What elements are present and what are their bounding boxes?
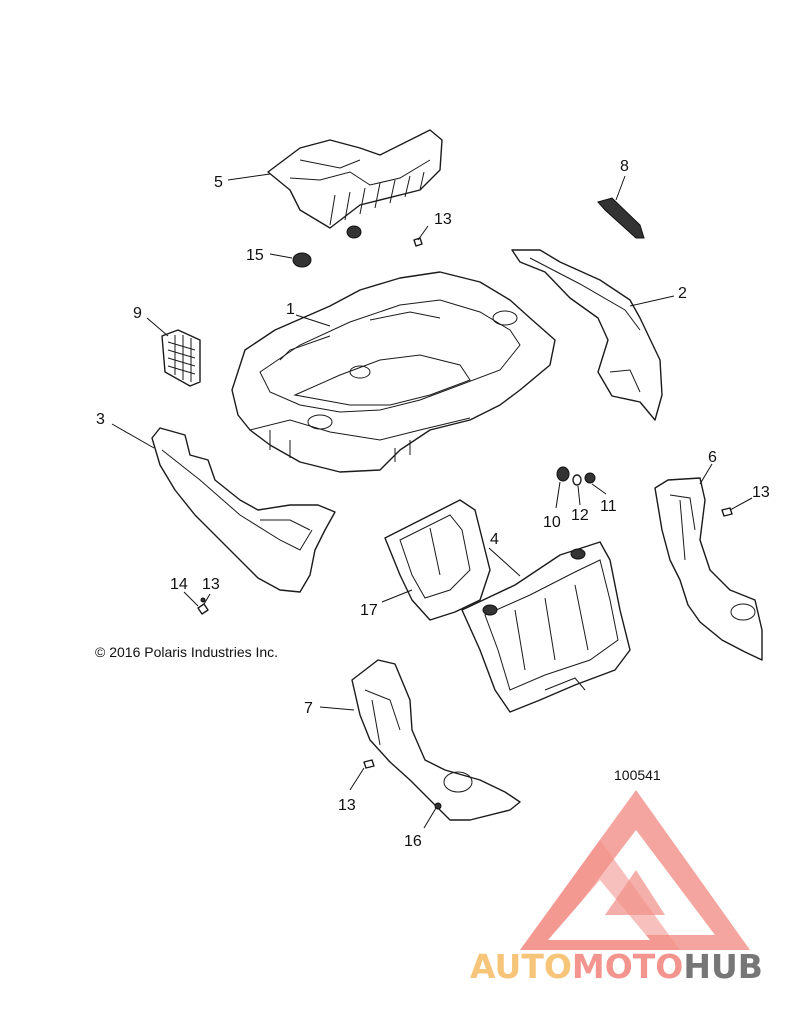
callout-13-top: 13: [434, 211, 452, 228]
part-14-13-fasteners: [197, 597, 209, 615]
callout-6: 6: [708, 449, 717, 466]
leader-lines: [111, 173, 753, 829]
part-13-17-fasteners: [363, 759, 442, 810]
part-13-screw-top: [413, 237, 423, 247]
callout-8: 8: [620, 158, 629, 175]
callout-11: 11: [600, 498, 617, 515]
callout-14: 14: [170, 576, 188, 593]
part-6-right-lower-panel: [654, 477, 763, 661]
callout-4: 4: [490, 531, 499, 548]
watermark-text-moto: MOTO: [572, 947, 683, 986]
callout-9: 9: [133, 305, 142, 322]
part-7-left-lower-panel: [351, 659, 521, 821]
part-1-cargo-box: [231, 271, 556, 473]
part-8-clip: [597, 197, 645, 239]
watermark-text-auto: AUTO: [470, 947, 572, 986]
part-10-12-11-hardware: [556, 466, 596, 486]
watermark-logo: [520, 790, 750, 950]
watermark-text-hub: HUB: [683, 947, 763, 986]
callout-2: 2: [678, 285, 687, 302]
callout-10: 10: [543, 514, 561, 531]
part-4-lower-tray: [461, 541, 631, 713]
callout-5: 5: [214, 174, 223, 191]
callout-13-right: 13: [752, 484, 770, 501]
callout-1: 1: [286, 301, 295, 318]
part-3-left-panel: [151, 427, 336, 593]
callout-13-bottom: 13: [338, 797, 356, 814]
part-2-right-panel: [511, 249, 663, 421]
part-16-liner: [384, 499, 491, 621]
part-5-storage-tray: [267, 129, 443, 229]
callout-16: 17: [360, 602, 378, 619]
callout-7: 7: [304, 700, 313, 717]
figure-number: 100541: [614, 767, 661, 783]
part-9-grille: [161, 329, 201, 387]
callout-17: 16: [404, 833, 422, 850]
copyright-text: © 2016 Polaris Industries Inc.: [95, 644, 278, 660]
callout-3: 3: [96, 411, 105, 428]
part-13-screw-right: [721, 507, 733, 517]
callout-13-left: 13: [202, 576, 220, 593]
callout-labels: 5 15 13 8 2 1 9 3 4 17 6 13 10 12 11 14 …: [96, 158, 770, 850]
part-15-grommets: [292, 225, 362, 268]
callout-15: 15: [246, 247, 264, 264]
watermark-text: AUTOMOTOHUB: [470, 947, 763, 986]
callout-12: 12: [571, 507, 589, 524]
